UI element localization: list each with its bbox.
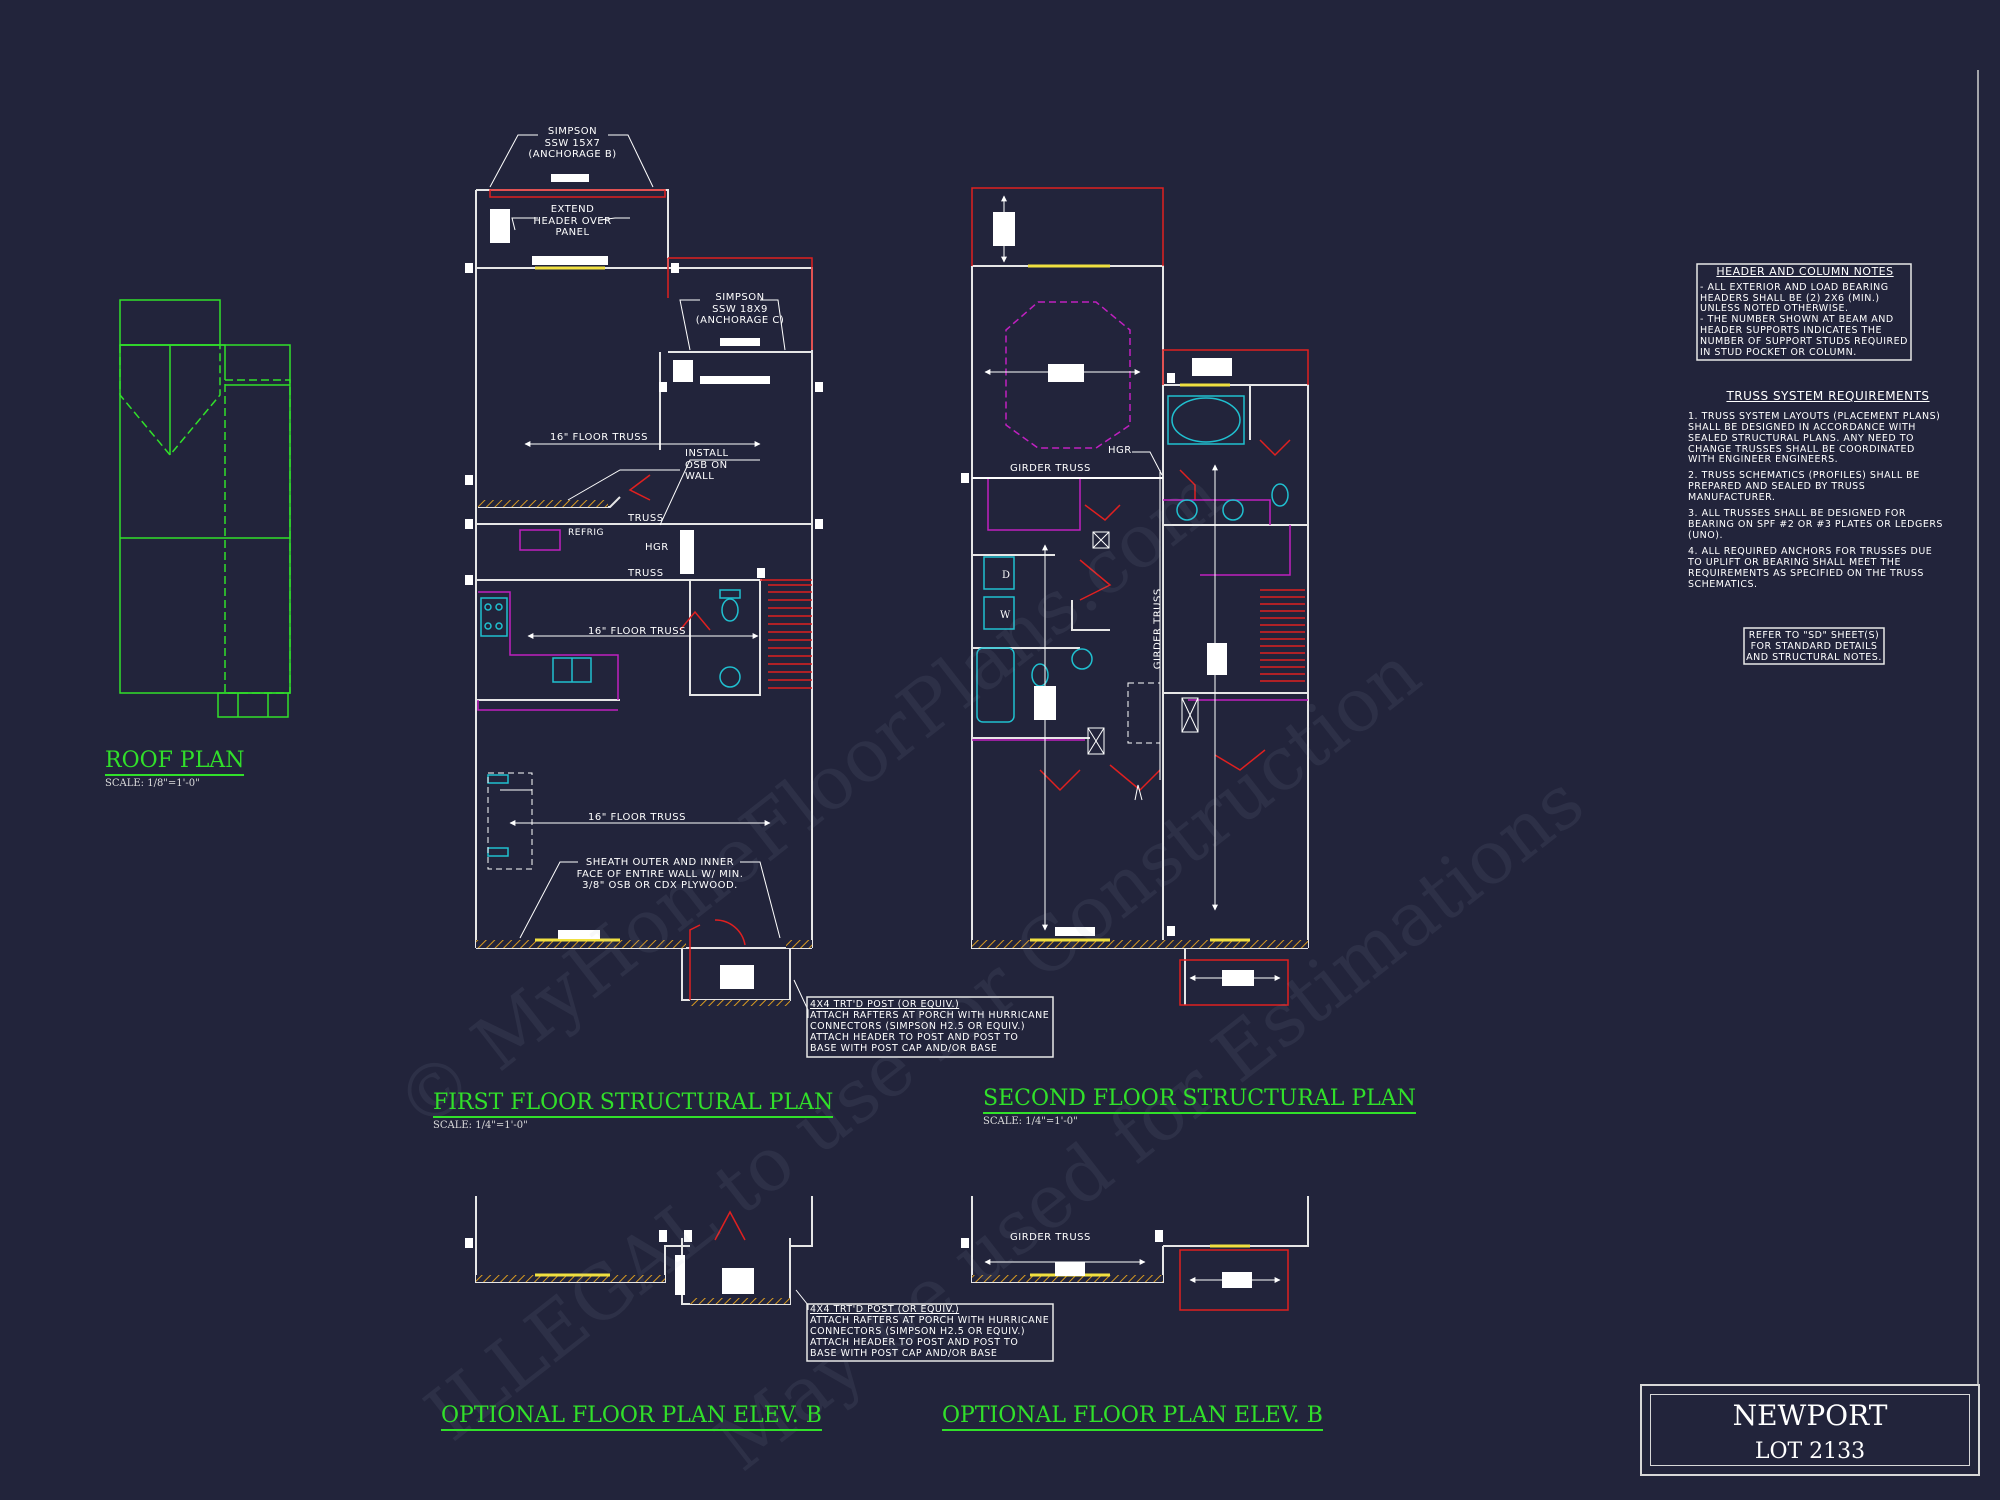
header-note-line: - ALL EXTERIOR AND LOAD BEARING (1700, 281, 1889, 293)
first-floor-headers (489, 189, 813, 1000)
opt-porch-note-line-5: BASE WITH POST CAP AND/OR BASE (810, 1347, 998, 1359)
header-note-line: HEADER SUPPORTS INDICATES THE (1700, 325, 1882, 337)
truss-note-line: 4. ALL REQUIRED ANCHORS FOR TRUSSES DUE (1688, 545, 1933, 557)
title-block-frame: NEWPORT LOT 2133 (1650, 1394, 1970, 1466)
label-dryer: D (1002, 570, 1011, 581)
first-floor-title: FIRST FLOOR STRUCTURAL PLAN (433, 1090, 834, 1118)
header-note-line: UNLESS NOTED OTHERWISE. (1700, 303, 1849, 315)
label-truss-2: TRUSS (628, 568, 664, 579)
optional-left-posts (465, 1230, 754, 1295)
optional-left-porch-note: 4x4 TRT'D POST (OR EQUIV.) ATTACH RAFTER… (810, 1304, 1055, 1360)
truss-note-line: TO UPLIFT OR BEARING SHALL MEET THE (1688, 556, 1901, 568)
header-column-notes-title: HEADER AND COLUMN NOTES (1716, 265, 1894, 278)
optional-left-drawing (475, 1196, 813, 1310)
truss-note-line: PREPARED AND SEALED BY TRUSS (1688, 481, 1866, 493)
optional-right-posts (961, 1230, 1252, 1288)
porch-note-line-1: 4x4 TRT'D POST (OR EQUIV.) (810, 999, 960, 1010)
lot-number: LOT 2133 (1754, 1439, 1866, 1464)
label-hgr-second: HGR (1108, 445, 1132, 456)
porch-note-line-3: CONNECTORS (SIMPSON H2.5 OR EQUIV.) (810, 1020, 1026, 1032)
truss-note-line: SHALL BE DESIGNED IN ACCORDANCE WITH (1688, 421, 1916, 433)
header-note-line: NUMBER OF SUPPORT STUDS REQUIRED (1700, 336, 1908, 348)
opt-porch-note-line-1: 4x4 TRT'D POST (OR EQUIV.) (810, 1304, 960, 1315)
second-floor-cabinets (972, 301, 1308, 741)
roof-plan-drawing (119, 299, 291, 718)
label-hgr-first: HGR (645, 542, 669, 553)
truss-note-line: BEARING ON SPF #2 OR #3 PLATES OR LEDGER… (1688, 519, 1943, 531)
truss-note-line: WITH ENGINEER ENGINEERS. (1688, 454, 1839, 466)
first-floor-headerbars (535, 266, 620, 942)
second-floor-hatch (972, 940, 1308, 948)
label-floor-truss-3: 16" FLOOR TRUSS (588, 812, 686, 823)
truss-note-line: (UNO). (1688, 530, 1723, 542)
truss-note-line: 1. TRUSS SYSTEM LAYOUTS (PLACEMENT PLANS… (1688, 410, 1941, 422)
label-floor-truss-2: 16" FLOOR TRUSS (588, 626, 686, 637)
optional-right-girder-truss: GIRDER TRUSS (1010, 1232, 1091, 1243)
optional-right-title: OPTIONAL FLOOR PLAN ELEV. B (942, 1403, 1323, 1431)
refer-line: FOR STANDARD DETAILS (1750, 640, 1878, 652)
first-floor-walls (475, 189, 813, 1001)
callout-install-osb: INSTALL OSB ON WALL (685, 448, 729, 482)
label-truss-1: TRUSS (628, 513, 664, 524)
truss-note-line: CHANGE TRUSSES SHALL BE COORDINATED (1688, 443, 1915, 455)
first-floor-fixtures (480, 589, 741, 857)
first-floor-cabinets (477, 529, 619, 711)
opt-porch-note-line-3: CONNECTORS (SIMPSON H2.5 OR EQUIV.) (810, 1325, 1026, 1337)
opt-porch-note-line-4: ATTACH HEADER TO POST AND POST TO (810, 1336, 1019, 1348)
first-floor-porch-note: 4x4 TRT'D POST (OR EQUIV.) ATTACH RAFTER… (810, 999, 1055, 1055)
truss-note-line: SCHEMATICS. (1688, 578, 1758, 590)
label-girder-truss: GIRDER TRUSS (1010, 463, 1091, 474)
refer-line: AND STRUCTURAL NOTES. (1746, 651, 1882, 663)
callout-simpson-top: SIMPSON SSW 15x7 (ANCHORAGE B) (528, 126, 617, 160)
label-girder-truss-vertical: GIRDER TRUSS (1152, 588, 1164, 670)
label-washer: W (1000, 610, 1011, 621)
first-floor-scale: SCALE: 1/4"=1'-0" (433, 1120, 528, 1131)
roof-plan-title: ROOF PLAN (105, 748, 245, 776)
header-column-notes: HEADER AND COLUMN NOTES - ALL EXTERIOR A… (1700, 265, 1910, 359)
truss-note-line: MANUFACTURER. (1688, 492, 1776, 504)
second-floor-posts (961, 212, 1254, 986)
note-frames (806, 263, 1912, 1362)
truss-note-line: SEALED STRUCTURAL PLANS. ANY NEED TO (1688, 432, 1915, 444)
first-floor-hatch (476, 500, 812, 1006)
refer-sd-note: REFER TO "SD" SHEET(S) FOR STANDARD DETA… (1746, 630, 1882, 664)
project-name: NEWPORT (1732, 1399, 1888, 1432)
truss-note-line: 2. TRUSS SCHEMATICS (PROFILES) SHALL BE (1688, 470, 1920, 482)
truss-note-line: REQUIREMENTS AS SPECIFIED ON THE TRUSS (1688, 567, 1924, 579)
optional-left-title: OPTIONAL FLOOR PLAN ELEV. B (441, 1403, 822, 1431)
second-floor-fixtures (976, 395, 1289, 723)
second-floor-title: SECOND FLOOR STRUCTURAL PLAN (983, 1086, 1416, 1114)
refer-line: REFER TO "SD" SHEET(S) (1748, 630, 1880, 641)
porch-note-line-2: ATTACH RAFTERS AT PORCH WITH HURRICANE (810, 1009, 1050, 1021)
callout-sheath: SHEATH OUTER AND INNER FACE OF ENTIRE WA… (576, 857, 744, 891)
roof-plan-scale: SCALE: 1/8"=1'-0" (105, 778, 200, 789)
porch-note-line-4: ATTACH HEADER TO POST AND POST TO (810, 1031, 1019, 1043)
label-refrig: REFRIG (568, 528, 604, 538)
callout-extend-header: EXTEND HEADER OVER PANEL (533, 204, 612, 238)
first-floor-posts (465, 174, 823, 989)
opt-porch-note-line-2: ATTACH RAFTERS AT PORCH WITH HURRICANE (810, 1314, 1050, 1326)
truss-note-line: 3. ALL TRUSSES SHALL BE DESIGNED FOR (1688, 508, 1906, 520)
callout-simpson-side: SIMPSON SSW 18x9 (ANCHORAGE C) (695, 292, 785, 326)
second-floor-scale: SCALE: 1/4"=1'-0" (983, 1116, 1078, 1127)
label-floor-truss-1: 16" FLOOR TRUSS (550, 432, 648, 443)
title-block: NEWPORT LOT 2133 (1640, 1384, 1980, 1476)
second-floor-headerbars (1028, 264, 1250, 942)
header-note-line: HEADERS SHALL BE (2) 2x6 (MIN.) (1700, 292, 1880, 304)
truss-system-title: TRUSS SYSTEM REQUIREMENTS (1726, 389, 1930, 403)
second-floor-headers (971, 187, 1309, 1006)
truss-system-requirements: TRUSS SYSTEM REQUIREMENTS 1. TRUSS SYSTE… (1688, 389, 1968, 591)
header-note-line: IN STUD POCKET OR COLUMN. (1700, 347, 1857, 359)
first-floor-dims (487, 134, 809, 1018)
porch-note-line-5: BASE WITH POST CAP AND/OR BASE (810, 1042, 998, 1054)
header-note-line: - THE NUMBER SHOWN AT BEAM AND (1700, 314, 1894, 326)
